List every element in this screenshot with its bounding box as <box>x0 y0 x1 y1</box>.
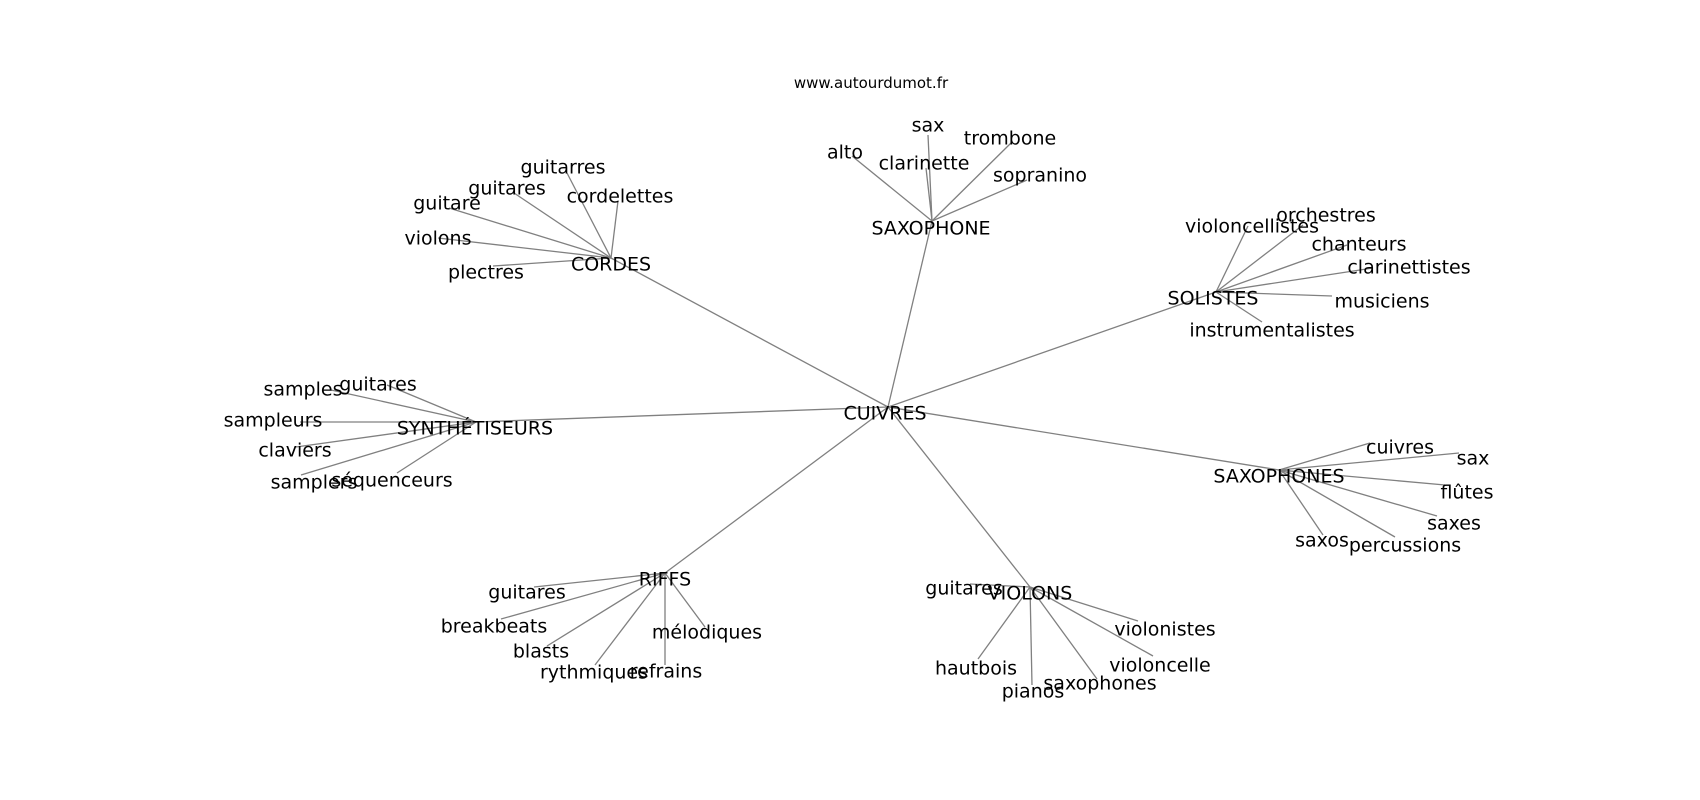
leaf-node-solistes-violoncellistes: violoncellistes <box>1185 216 1319 238</box>
edge-saxophones-percussions <box>1278 469 1396 538</box>
leaf-node-violons-guitares: guitares <box>925 578 1002 600</box>
edge-saxophones-sax <box>1278 452 1460 471</box>
edge-synthetiseurs-guitares <box>386 384 477 423</box>
leaf-node-riffs-melodiques: mélodiques <box>652 622 762 644</box>
leaf-node-cordes-violons: violons <box>405 228 472 250</box>
leaf-node-saxophone-sax: sax <box>912 115 945 137</box>
edge-riffs-guitares <box>533 572 666 588</box>
edge-riffs-melodiques <box>664 572 706 628</box>
edge-center-cordes <box>610 257 889 408</box>
leaf-node-violons-saxophones: saxophones <box>1043 673 1156 695</box>
edge-center-violons <box>887 406 1031 588</box>
edge-saxophone-sopranino <box>931 179 1028 222</box>
edge-cordes-plectres <box>492 257 612 267</box>
leaf-node-riffs-rythmiques: rythmiques <box>540 662 648 684</box>
leaf-node-cordes-guitares: guitares <box>468 178 545 200</box>
leaf-node-saxophones-saxes: saxes <box>1427 513 1481 535</box>
edge-saxophone-clarinette <box>925 167 933 222</box>
leaf-node-saxophone-trombone: trombone <box>964 128 1056 150</box>
leaf-node-synthetiseurs-sequenceurs: séquenceurs <box>331 470 452 492</box>
leaf-node-synthetiseurs-guitares: guitares <box>339 374 416 396</box>
edge-saxophones-flutes <box>1278 469 1446 486</box>
hub-node-saxophone: SAXOPHONE <box>871 218 990 240</box>
leaf-node-solistes-chanteurs: chanteurs <box>1311 234 1406 256</box>
edge-solistes-violoncellistes <box>1215 225 1249 293</box>
leaf-node-solistes-musiciens: musiciens <box>1334 291 1429 313</box>
edge-solistes-chanteurs <box>1215 244 1348 293</box>
edge-synthetiseurs-sequenceurs <box>396 421 477 474</box>
edge-center-synthetiseurs <box>475 406 889 423</box>
leaf-node-solistes-clarinettistes: clarinettistes <box>1347 257 1470 279</box>
edge-solistes-musiciens <box>1215 291 1333 297</box>
leaf-node-saxophone-clarinette: clarinette <box>879 153 970 175</box>
hub-node-synthetiseurs: SYNTHÉTISEURS <box>397 417 553 440</box>
edge-violons-hautbois <box>977 586 1031 660</box>
edge-solistes-orchestres <box>1215 224 1304 293</box>
edge-synthetiseurs-claviers <box>295 421 477 448</box>
edge-riffs-blasts <box>546 572 666 647</box>
leaf-node-cordes-guitarres: guitarres <box>521 157 606 179</box>
leaf-node-riffs-refrains: refrains <box>630 661 702 683</box>
leaf-node-cordes-cordelettes: cordelettes <box>567 186 674 208</box>
leaf-node-saxophones-saxos: saxos <box>1295 530 1349 552</box>
leaf-node-saxophones-cuivres: cuivres <box>1366 437 1434 459</box>
hub-node-violons: VIOLONS <box>988 583 1073 605</box>
leaf-node-synthetiseurs-samples: samples <box>264 379 343 401</box>
edge-saxophone-trombone <box>931 142 1012 222</box>
edge-cordes-violons <box>437 237 612 259</box>
edge-synthetiseurs-samplers <box>300 421 477 476</box>
leaf-node-violons-hautbois: hautbois <box>935 658 1017 680</box>
leaf-node-riffs-guitares: guitares <box>488 582 565 604</box>
leaf-node-saxophones-flutes: flûtes <box>1440 482 1493 504</box>
graph-labels: www.autourdumot.fr CUIVRES SAXOPHONE sax al… <box>224 74 1494 703</box>
edge-saxophone-alto <box>851 155 933 222</box>
edge-riffs-rythmiques <box>594 572 666 666</box>
hub-node-riffs: RIFFS <box>639 569 691 591</box>
graph-edges <box>295 134 1460 686</box>
leaf-node-cordes-guitare: guitare <box>413 193 481 215</box>
leaf-node-synthetiseurs-claviers: claviers <box>258 440 331 462</box>
hub-node-saxophones: SAXOPHONES <box>1213 466 1344 488</box>
leaf-node-solistes-instrumentalistes: instrumentalistes <box>1189 320 1354 342</box>
hub-node-cordes: CORDES <box>571 254 651 276</box>
edge-synthetiseurs-samples <box>330 389 477 423</box>
edge-center-saxophones <box>887 406 1280 471</box>
leaf-node-synthetiseurs-samplers: samplers <box>271 472 358 494</box>
leaf-node-riffs-blasts: blasts <box>513 641 569 663</box>
edge-cordes-guitarres <box>566 172 612 259</box>
edge-center-solistes <box>887 291 1217 408</box>
edge-violons-violoncelle <box>1029 586 1154 657</box>
leaf-node-violons-pianos: pianos <box>1002 681 1065 703</box>
leaf-node-saxophones-percussions: percussions <box>1349 535 1461 557</box>
leaf-node-synthetiseurs-sampleurs: sampleurs <box>224 410 323 432</box>
edge-center-saxophone <box>887 220 933 408</box>
hub-node-solistes: SOLISTES <box>1168 288 1259 310</box>
leaf-node-saxophones-sax: sax <box>1457 448 1490 470</box>
edge-saxophones-saxos <box>1278 469 1324 536</box>
edge-saxophones-saxes <box>1278 469 1438 517</box>
leaf-node-riffs-breakbeats: breakbeats <box>441 616 548 638</box>
leaf-node-violons-violoncelle: violoncelle <box>1109 655 1210 677</box>
edge-violons-saxophones <box>1029 586 1098 680</box>
leaf-node-cordes-plectres: plectres <box>448 262 524 284</box>
center-node-label: CUIVRES <box>843 403 926 425</box>
leaf-node-solistes-orchestres: orchestres <box>1276 205 1376 227</box>
edge-violons-pianos <box>1029 586 1033 686</box>
watermark-text: www.autourdumot.fr <box>794 74 949 92</box>
edge-cordes-guitare <box>448 207 612 259</box>
edge-solistes-clarinettistes <box>1215 267 1374 293</box>
edge-cordes-cordelettes <box>610 200 619 259</box>
leaf-node-saxophone-sopranino: sopranino <box>993 165 1087 187</box>
edge-center-riffs <box>664 406 889 574</box>
edge-solistes-instrumentalistes <box>1215 291 1263 323</box>
edge-violons-guitares <box>969 583 1031 588</box>
edge-saxophones-cuivres <box>1278 442 1371 471</box>
edge-cordes-guitares <box>513 192 612 259</box>
edge-violons-violonistes <box>1029 586 1139 622</box>
edge-saxophone-sax <box>927 134 933 222</box>
leaf-node-violons-violonistes: violonistes <box>1114 619 1215 641</box>
edge-riffs-breakbeats <box>500 572 666 620</box>
leaf-node-saxophone-alto: alto <box>827 142 863 164</box>
